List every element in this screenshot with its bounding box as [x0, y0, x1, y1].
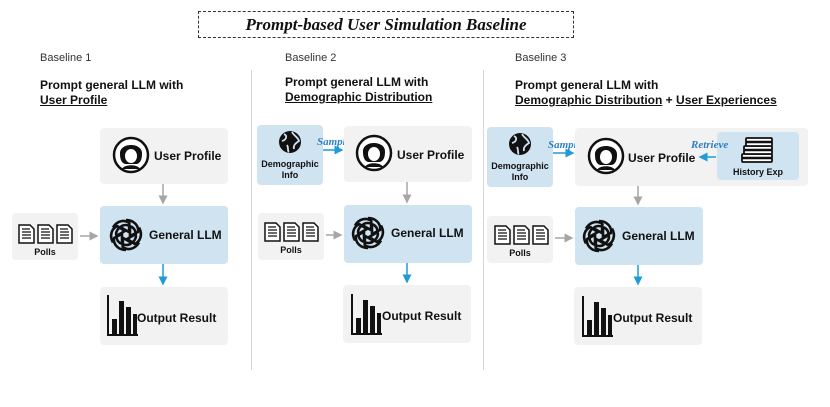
baseline-1-llm-label: General LLM	[149, 228, 222, 242]
baseline-2-output-label: Output Result	[382, 309, 462, 323]
baseline-3-bar-chart-icon	[582, 295, 614, 337]
baseline-3-retrieve-label: Retrieve	[691, 139, 729, 151]
baseline-3-llm-label: General LLM	[622, 229, 695, 243]
baseline-3-llm-icon	[578, 216, 620, 256]
baseline-2-sample-label: Sample	[317, 136, 351, 148]
baseline-1-poll-doc-icon-1	[18, 224, 35, 244]
baseline-1-heading-line1: Prompt general LLM with	[40, 78, 184, 92]
baseline-2-demographic-label: Demographic Info	[261, 159, 319, 180]
baseline-2-heading: Prompt general LLM with Demographic Dist…	[285, 75, 432, 105]
baseline-1-poll-doc-icon-2	[37, 224, 54, 244]
baseline-3-poll-doc-icon-1	[494, 225, 511, 245]
baseline-1-user-icon	[112, 136, 150, 174]
baseline-2-llm-icon	[347, 213, 389, 253]
baseline-2-llm-label: General LLM	[391, 226, 464, 240]
baseline-3-heading-plus: +	[662, 93, 677, 107]
baseline-3-heading-line1: Prompt general LLM with	[515, 78, 659, 92]
baseline-3-heading: Prompt general LLM with Demographic Dist…	[515, 78, 777, 108]
baseline-1-poll-doc-icon-3	[56, 224, 73, 244]
baseline-2-polls-label: Polls	[280, 245, 302, 255]
baseline-2-label: Baseline 2	[285, 52, 337, 64]
baseline-2-poll-doc-icon-1	[264, 222, 281, 242]
baseline-3-polls-label: Polls	[509, 248, 531, 258]
baseline-3-heading-user-experiences: User Experiences	[676, 93, 777, 107]
baseline-3-history-label: History Exp	[732, 167, 783, 177]
baseline-2-user-profile-label: User Profile	[397, 148, 465, 162]
baseline-1-user-profile-label: User Profile	[154, 149, 222, 163]
baseline-2-poll-doc-icon-2	[283, 222, 300, 242]
diagram-title: Prompt-based User Simulation Baseline	[198, 11, 574, 38]
baseline-1-heading-user-profile: User Profile	[40, 93, 108, 107]
baseline-3-globe-icon	[508, 132, 532, 156]
baseline-3-output-label: Output Result	[613, 311, 693, 325]
baseline-2-heading-line1: Prompt general LLM with	[285, 75, 429, 89]
baseline-2-llm-box	[344, 205, 472, 263]
baseline-2-heading-demographic-distribution: Demographic Distribution	[285, 90, 433, 104]
baseline-1-label: Baseline 1	[40, 52, 92, 64]
baseline-3-llm-box	[575, 207, 703, 265]
baseline-3-demographic-label: Demographic Info	[491, 161, 549, 182]
baseline-3-poll-doc-icon-3	[532, 225, 549, 245]
baseline-1-polls-label: Polls	[34, 247, 56, 257]
baseline-1-output-label: Output Result	[137, 311, 217, 325]
baseline-3-books-icon	[740, 136, 774, 164]
baseline-1-bar-chart-icon	[107, 294, 139, 336]
baseline-3-user-icon	[587, 137, 625, 175]
baseline-3-label: Baseline 3	[515, 52, 567, 64]
baseline-2-bar-chart-icon	[351, 293, 383, 335]
baseline-2-user-icon	[355, 134, 393, 172]
divider-1	[251, 70, 252, 370]
baseline-1-heading: Prompt general LLM with User Profile	[40, 78, 183, 108]
baseline-2-poll-doc-icon-3	[302, 222, 319, 242]
baseline-2-globe-icon	[278, 130, 302, 154]
baseline-3-sample-label: Sample	[548, 139, 582, 151]
baseline-3-poll-doc-icon-2	[513, 225, 530, 245]
baseline-3-heading-demographic-distribution: Demographic Distribution	[515, 93, 663, 107]
divider-2	[483, 70, 484, 370]
baseline-3-user-profile-label: User Profile	[628, 151, 696, 165]
baseline-1-llm-icon	[105, 215, 147, 255]
